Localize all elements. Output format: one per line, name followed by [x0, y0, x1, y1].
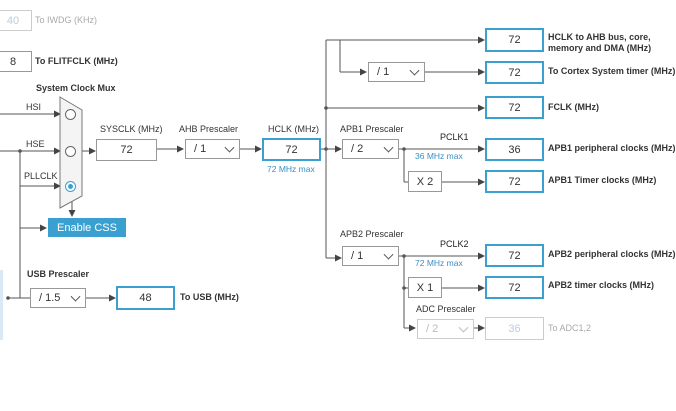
apb2-prescaler-select[interactable]: / 1 — [342, 246, 399, 266]
apb2-timer-value: 72 — [485, 276, 544, 299]
hclk-max: 72 MHz max — [267, 164, 315, 174]
iwdg-value: 40 — [0, 10, 32, 31]
sysclk-value: 72 — [96, 139, 157, 161]
cortex-timer-label: To Cortex System timer (MHz) — [548, 66, 676, 76]
radio-selected-dot — [68, 184, 73, 189]
cortex-timer-value: 72 — [485, 61, 544, 84]
usb-out-label: To USB (MHz) — [180, 292, 239, 302]
apb1-timer-mult: X 2 — [408, 171, 442, 192]
hclk-ahb-value: 72 — [485, 28, 544, 52]
apb1-prescaler-label: APB1 Prescaler — [340, 124, 404, 134]
adc-prescaler-label: ADC Prescaler — [416, 304, 476, 314]
usb-prescaler-label: USB Prescaler — [27, 269, 90, 279]
flitf-label: To FLITFCLK (MHz) — [35, 56, 118, 66]
ahb-prescaler-value: / 1 — [194, 143, 207, 155]
apb2-prescaler-label: APB2 Prescaler — [340, 229, 404, 239]
chevron-down-icon — [409, 65, 420, 76]
ahb-prescaler-select[interactable]: / 1 — [185, 139, 240, 159]
sysclk-label: SYSCLK (MHz) — [100, 124, 163, 134]
mux-title: System Clock Mux — [36, 83, 116, 93]
apb2-max: 72 MHz max — [415, 258, 463, 268]
adc-out-value: 36 — [485, 317, 544, 340]
apb1-max: 36 MHz max — [415, 151, 463, 161]
adc-prescaler-select[interactable]: / 2 — [417, 319, 474, 339]
mux-radio-pllclk[interactable] — [65, 181, 76, 192]
chevron-down-icon — [224, 142, 235, 153]
apb1-prescaler-select[interactable]: / 2 — [342, 139, 399, 159]
chevron-down-icon — [383, 249, 394, 260]
apb2-timer-label: APB2 timer clocks (MHz) — [548, 280, 655, 290]
apb1-timer-label: APB1 Timer clocks (MHz) — [548, 175, 657, 185]
mux-radio-hse[interactable] — [65, 146, 76, 157]
mux-radio-hsi[interactable] — [65, 109, 76, 120]
adc-prescaler-value: / 2 — [426, 323, 439, 335]
pclk2-label: PCLK2 — [440, 239, 469, 249]
hclk-label: HCLK (MHz) — [268, 124, 319, 134]
hsi-label: HSI — [26, 102, 42, 112]
enable-css-button[interactable]: Enable CSS — [48, 218, 126, 237]
usb-prescaler-value: / 1.5 — [39, 292, 61, 304]
cortex-divider-value: / 1 — [377, 66, 390, 78]
usb-prescaler-select[interactable]: / 1.5 — [30, 288, 86, 308]
apb2-timer-mult: X 1 — [408, 277, 442, 298]
apb1-timer-value: 72 — [485, 170, 544, 193]
flitf-value: 8 — [0, 51, 32, 72]
apb2-periph-value: 72 — [485, 244, 544, 267]
hse-label: HSE — [26, 139, 45, 149]
pllclk-label: PLLCLK — [24, 171, 58, 181]
hclk-ahb-label-line1: HCLK to AHB bus, core, — [548, 32, 651, 42]
apb1-prescaler-value: / 2 — [351, 143, 364, 155]
ahb-prescaler-label: AHB Prescaler — [179, 124, 239, 134]
fclk-value: 72 — [485, 96, 544, 119]
pclk1-label: PCLK1 — [440, 132, 469, 142]
apb2-periph-label: APB2 peripheral clocks (MHz) — [548, 249, 676, 259]
apb1-periph-value: 36 — [485, 138, 544, 161]
adc-out-label: To ADC1,2 — [548, 323, 592, 333]
chevron-down-icon — [458, 322, 469, 333]
fclk-label: FCLK (MHz) — [548, 102, 599, 112]
apb2-prescaler-value: / 1 — [351, 250, 364, 262]
iwdg-label: To IWDG (KHz) — [35, 15, 97, 25]
chevron-down-icon — [70, 291, 81, 302]
usb-out-value: 48 — [116, 286, 175, 310]
hclk-ahb-label-line2: memory and DMA (MHz) — [548, 43, 652, 53]
chevron-down-icon — [383, 142, 394, 153]
apb1-periph-label: APB1 peripheral clocks (MHz) — [548, 143, 676, 153]
cortex-divider-select[interactable]: / 1 — [368, 62, 425, 82]
hclk-input[interactable]: 72 — [262, 138, 321, 161]
